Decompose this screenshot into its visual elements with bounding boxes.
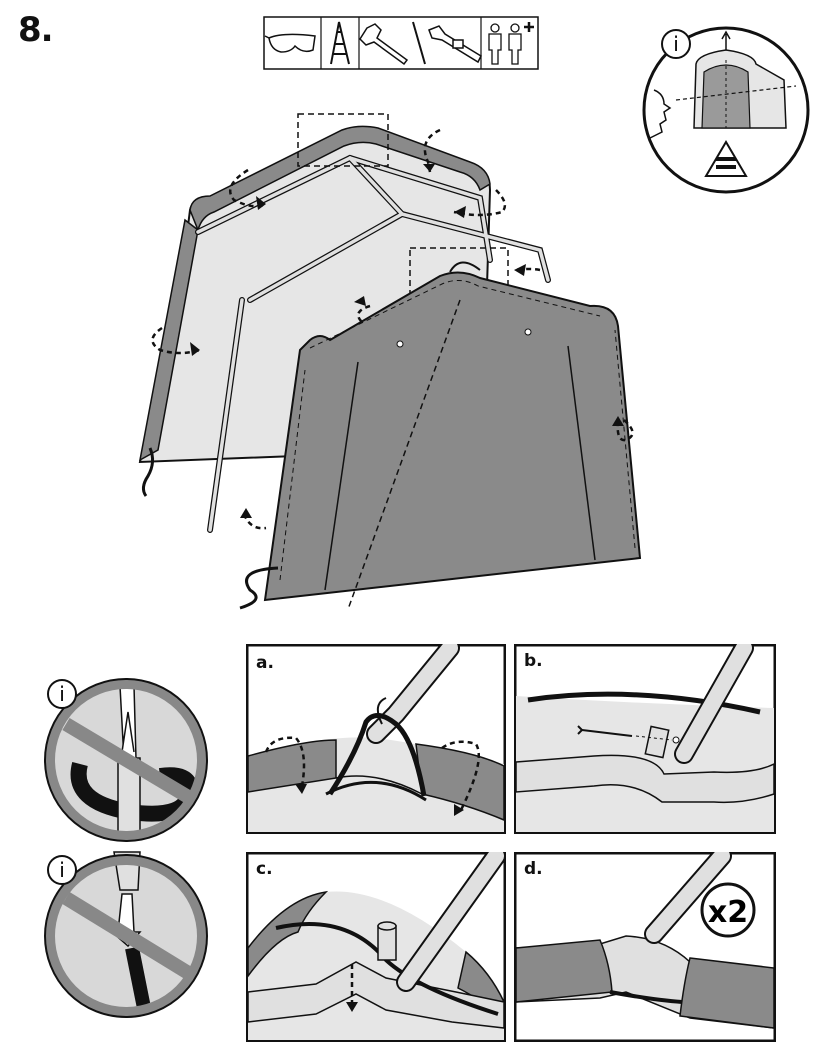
ladder-icon xyxy=(330,21,350,65)
detail-box-top xyxy=(297,113,389,167)
multiplier-badge xyxy=(700,882,756,938)
alignment-info-circle: i xyxy=(642,26,810,194)
panel-label-d: d. xyxy=(524,859,543,879)
warning-badge-2: i xyxy=(59,858,65,882)
step-number: 8. xyxy=(18,10,54,50)
warning-circle-bend: i xyxy=(44,678,208,842)
two-person-icon xyxy=(488,22,534,65)
detail-panel-b: b. xyxy=(514,644,776,834)
detail-panel-c: c. xyxy=(246,852,506,1042)
info-icon xyxy=(47,855,77,885)
multiplier-text: x2 xyxy=(708,895,748,930)
socket-wrench-icon xyxy=(428,25,482,64)
shelter-cover-illustration xyxy=(138,113,642,610)
safety-glasses-icon xyxy=(264,33,316,53)
info-badge: i xyxy=(673,32,679,56)
front-cover-panel xyxy=(263,271,642,602)
tools-strip xyxy=(263,16,539,70)
info-icon xyxy=(47,679,77,709)
panel-label-a: a. xyxy=(256,653,274,673)
detail-panel-a: a. xyxy=(246,644,506,834)
panel-label-b: b. xyxy=(524,651,543,671)
detail-panel-d: x2 d. xyxy=(514,852,776,1042)
panel-label-c: c. xyxy=(256,859,273,879)
warning-badge-1: i xyxy=(59,682,65,706)
warning-circle-force: i xyxy=(44,851,208,1018)
info-icon xyxy=(661,29,691,59)
wrench-icon xyxy=(359,23,409,66)
